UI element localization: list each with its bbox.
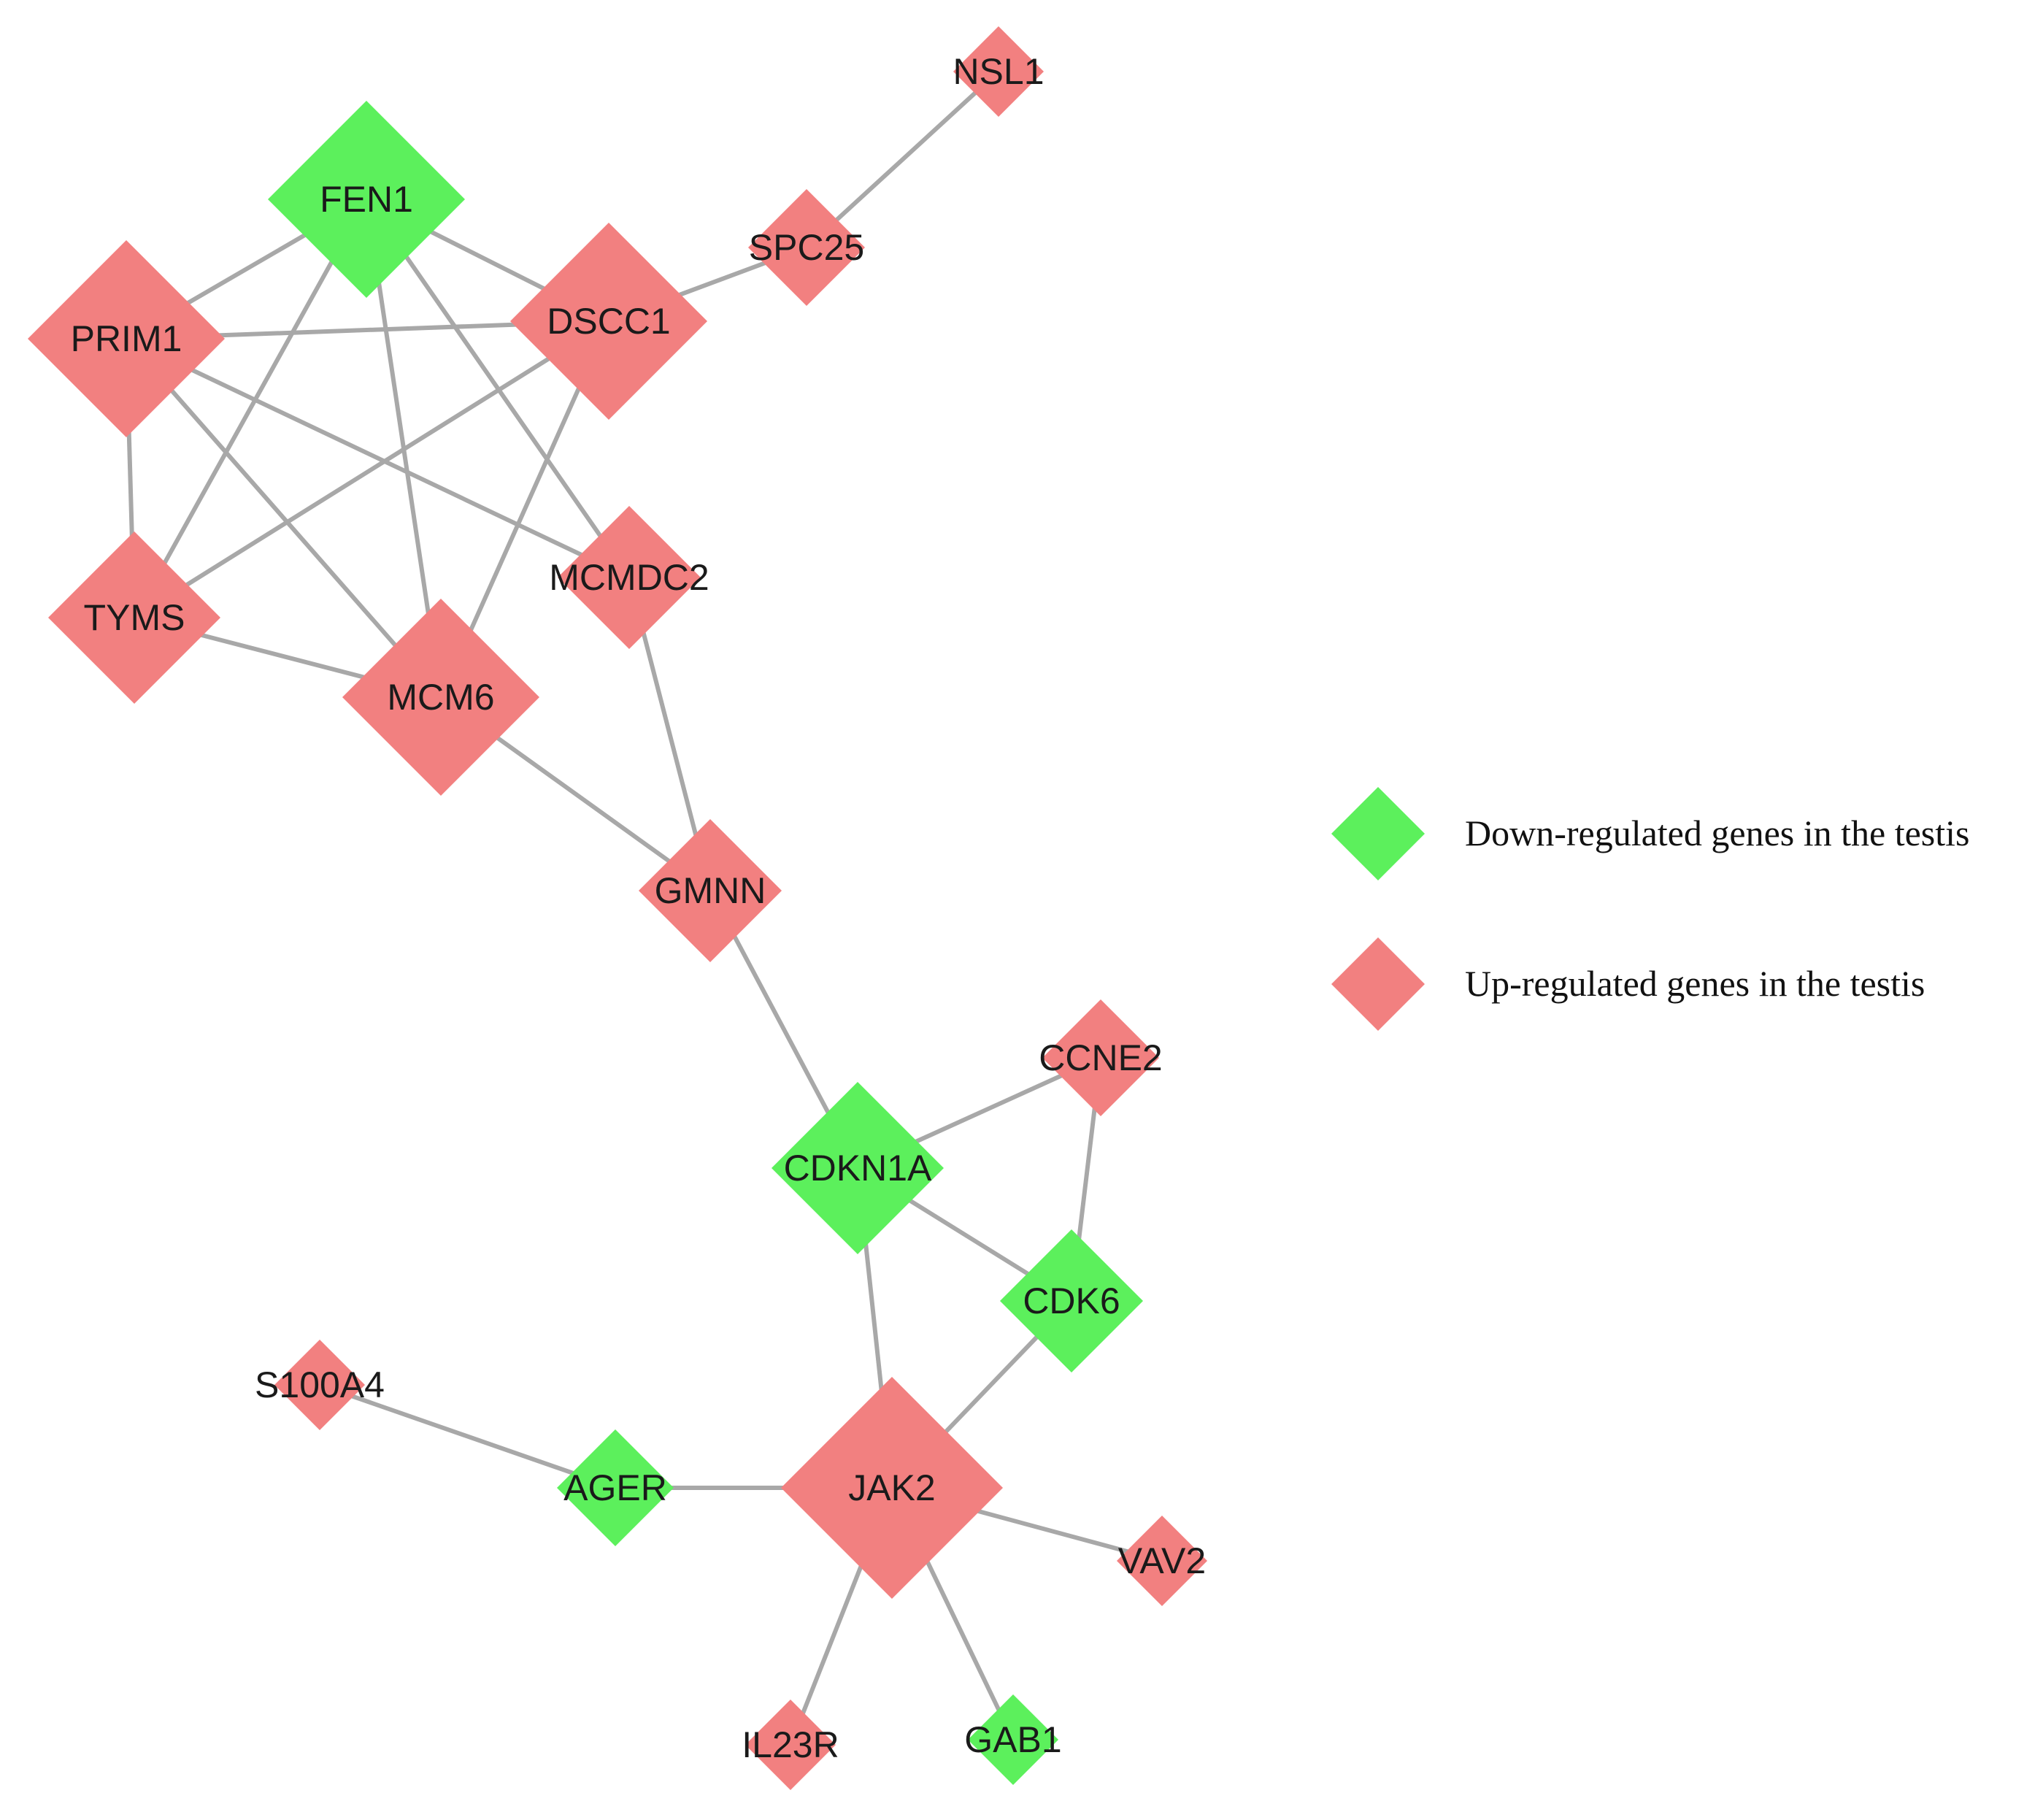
node-cdk6-label: CDK6	[1023, 1280, 1120, 1321]
node-gmnn-label: GMNN	[655, 870, 766, 911]
node-il23r: IL23R	[742, 1700, 839, 1790]
edge-dscc1-tyms	[133, 319, 610, 620]
node-prim1: PRIM1	[28, 240, 225, 437]
legend-down-label: Down-regulated genes in the testis	[1465, 813, 1969, 853]
node-il23r-diamond	[745, 1700, 836, 1790]
node-mcmdc2-label: MCMDC2	[549, 557, 709, 598]
node-mcm6-label: MCM6	[387, 677, 494, 718]
node-spc25-diamond	[748, 189, 865, 306]
node-mcmdc2-diamond	[558, 506, 701, 649]
node-tyms-label: TYMS	[84, 597, 185, 638]
node-s100a4-label: S100A4	[255, 1364, 385, 1405]
node-vav2: VAV2	[1117, 1516, 1207, 1606]
node-s100a4: S100A4	[255, 1340, 385, 1430]
legend-up-label: Up-regulated genes in the testis	[1465, 963, 1925, 1004]
node-spc25: SPC25	[748, 189, 865, 306]
node-fen1: FEN1	[268, 101, 465, 298]
edge-prim1-mcm6	[124, 337, 443, 699]
node-dscc1-diamond	[510, 223, 707, 420]
node-cdk6: CDK6	[1000, 1229, 1143, 1372]
edge-fen1-tyms	[132, 198, 369, 619]
node-prim1-diamond	[28, 240, 225, 437]
node-il23r-label: IL23R	[742, 1724, 839, 1765]
node-ager-diamond	[557, 1429, 674, 1546]
node-cdkn1a: CDKN1A	[772, 1082, 944, 1254]
node-jak2: JAK2	[781, 1377, 1003, 1599]
node-ager: AGER	[557, 1429, 674, 1546]
node-cdkn1a-diamond	[772, 1082, 944, 1254]
edge-prim1-mcmdc2	[125, 337, 631, 580]
node-ager-label: AGER	[563, 1467, 667, 1508]
node-fen1-label: FEN1	[320, 179, 413, 220]
legend-item-down: Down-regulated genes in the testis	[1331, 787, 1969, 880]
node-nsl1-diamond	[953, 26, 1044, 117]
node-jak2-label: JAK2	[848, 1467, 936, 1508]
node-mcm6: MCM6	[342, 599, 539, 796]
edge-nsl1-spc25	[804, 69, 1001, 250]
node-gab1-diamond	[968, 1694, 1058, 1785]
edge-s100a4-ager	[319, 1383, 616, 1490]
node-nsl1-label: NSL1	[953, 51, 1044, 92]
node-s100a4-diamond	[274, 1340, 365, 1430]
node-cdkn1a-label: CDKN1A	[784, 1148, 932, 1189]
node-prim1-label: PRIM1	[71, 318, 182, 359]
node-ccne2-diamond	[1042, 999, 1159, 1116]
node-ccne2-label: CCNE2	[1039, 1037, 1162, 1078]
node-tyms-diamond	[48, 531, 220, 704]
node-jak2-diamond	[781, 1377, 1003, 1599]
node-vav2-label: VAV2	[1118, 1540, 1206, 1581]
node-gmnn: GMNN	[639, 819, 782, 962]
node-spc25-label: SPC25	[749, 227, 864, 268]
legend-up-swatch	[1331, 937, 1425, 1031]
legend: Down-regulated genes in the testisUp-reg…	[1331, 787, 1969, 1031]
node-cdk6-diamond	[1000, 1229, 1143, 1372]
node-vav2-diamond	[1117, 1516, 1207, 1606]
node-ccne2: CCNE2	[1039, 999, 1163, 1116]
node-mcmdc2: MCMDC2	[549, 506, 709, 649]
legend-down-swatch	[1331, 787, 1425, 880]
node-gab1: GAB1	[964, 1694, 1062, 1785]
node-dscc1: DSCC1	[510, 223, 707, 420]
node-dscc1-label: DSCC1	[547, 301, 670, 342]
node-gmnn-diamond	[639, 819, 782, 962]
node-tyms: TYMS	[48, 531, 220, 704]
node-fen1-diamond	[268, 101, 465, 298]
node-nsl1: NSL1	[953, 26, 1044, 117]
legend-item-up: Up-regulated genes in the testis	[1331, 937, 1925, 1031]
node-gab1-label: GAB1	[964, 1719, 1061, 1760]
node-mcm6-diamond	[342, 599, 539, 796]
